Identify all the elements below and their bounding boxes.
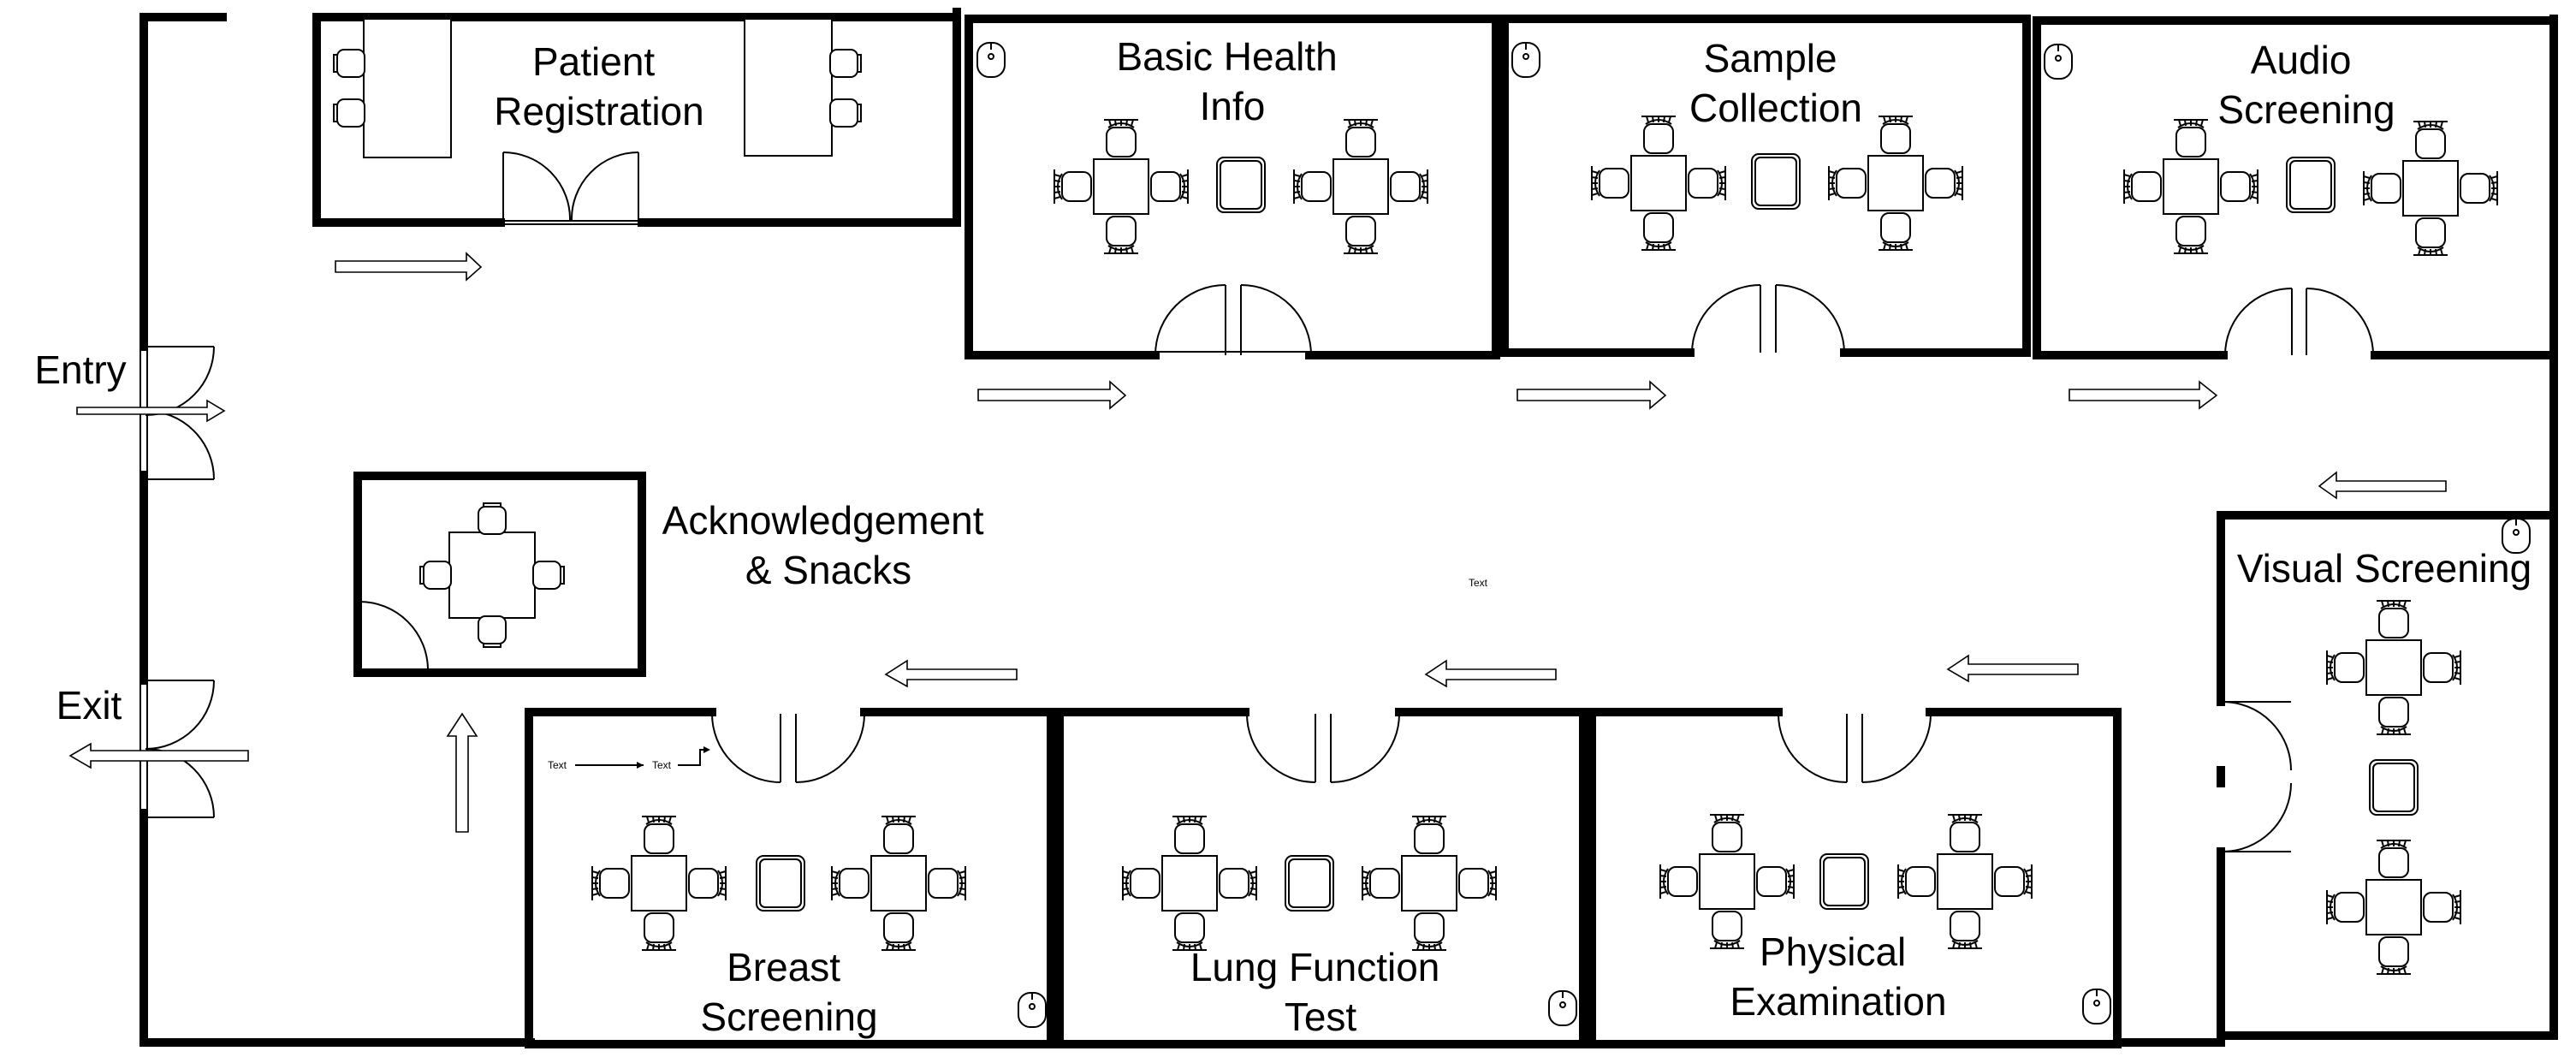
flow-arrow-to-sample: [977, 380, 1127, 410]
flow-arrow-entry: [76, 399, 226, 423]
visual-screening-label: Visual Screening: [2237, 546, 2531, 591]
exit-label: Exit: [56, 683, 122, 727]
svg-text:Text: Text: [652, 759, 672, 771]
audio-screening-label: Audio Screening: [2217, 38, 2395, 132]
flow-arrow-to-physical: [1946, 654, 2079, 683]
lung-function-test-label: Lung Function Test: [1190, 945, 1451, 1039]
flow-arrow-to-breast: [884, 659, 1018, 688]
room-audio-screening: Audio Screening: [2033, 16, 2558, 359]
entry-label: Entry: [34, 347, 126, 392]
acknowledgement-snacks-label: Acknowledgement & Snacks: [662, 498, 995, 592]
room-lung-function-test: Lung Function Test: [1055, 708, 1588, 1048]
room-breast-screening: Breast Screening Text Text: [525, 708, 1055, 1048]
room-sample-collection: Sample Collection: [1500, 15, 2031, 357]
flow-arrow-exit: [68, 742, 249, 769]
room-acknowledgement-snacks: Acknowledgement & Snacks: [353, 472, 995, 677]
physical-examination-label: Physical Examination: [1730, 929, 1946, 1024]
patient-registration-label: Patient Registration: [494, 39, 703, 134]
flow-arrow-to-lung: [1424, 659, 1557, 688]
outer-walls: [139, 13, 2558, 1047]
room-basic-health-info: Basic Health Info: [965, 15, 1500, 359]
room-visual-screening: Visual Screening: [2217, 511, 2558, 1040]
sample-collection-label: Sample Collection: [1689, 36, 1862, 130]
basic-health-info-label: Basic Health Info: [1116, 34, 1348, 128]
flow-arrow-audio-out: [2069, 380, 2218, 410]
flow-arrow-to-snacks: [446, 712, 478, 833]
placeholder-text-center: Text: [1469, 577, 1488, 589]
room-physical-examination: Physical Examination: [1588, 708, 2122, 1048]
room-patient-registration: Patient Registration: [312, 8, 961, 227]
exit-door: Exit: [56, 680, 215, 818]
flow-arrow-to-registration: [335, 252, 483, 282]
breast-screening-label: Breast Screening: [700, 945, 877, 1039]
flow-arrows: [68, 252, 2447, 833]
flow-arrow-to-visual: [2318, 471, 2447, 500]
connector-sample: Text Text: [548, 746, 710, 771]
svg-text:Text: Text: [548, 759, 567, 771]
flow-arrow-to-audio: [1517, 380, 1667, 410]
